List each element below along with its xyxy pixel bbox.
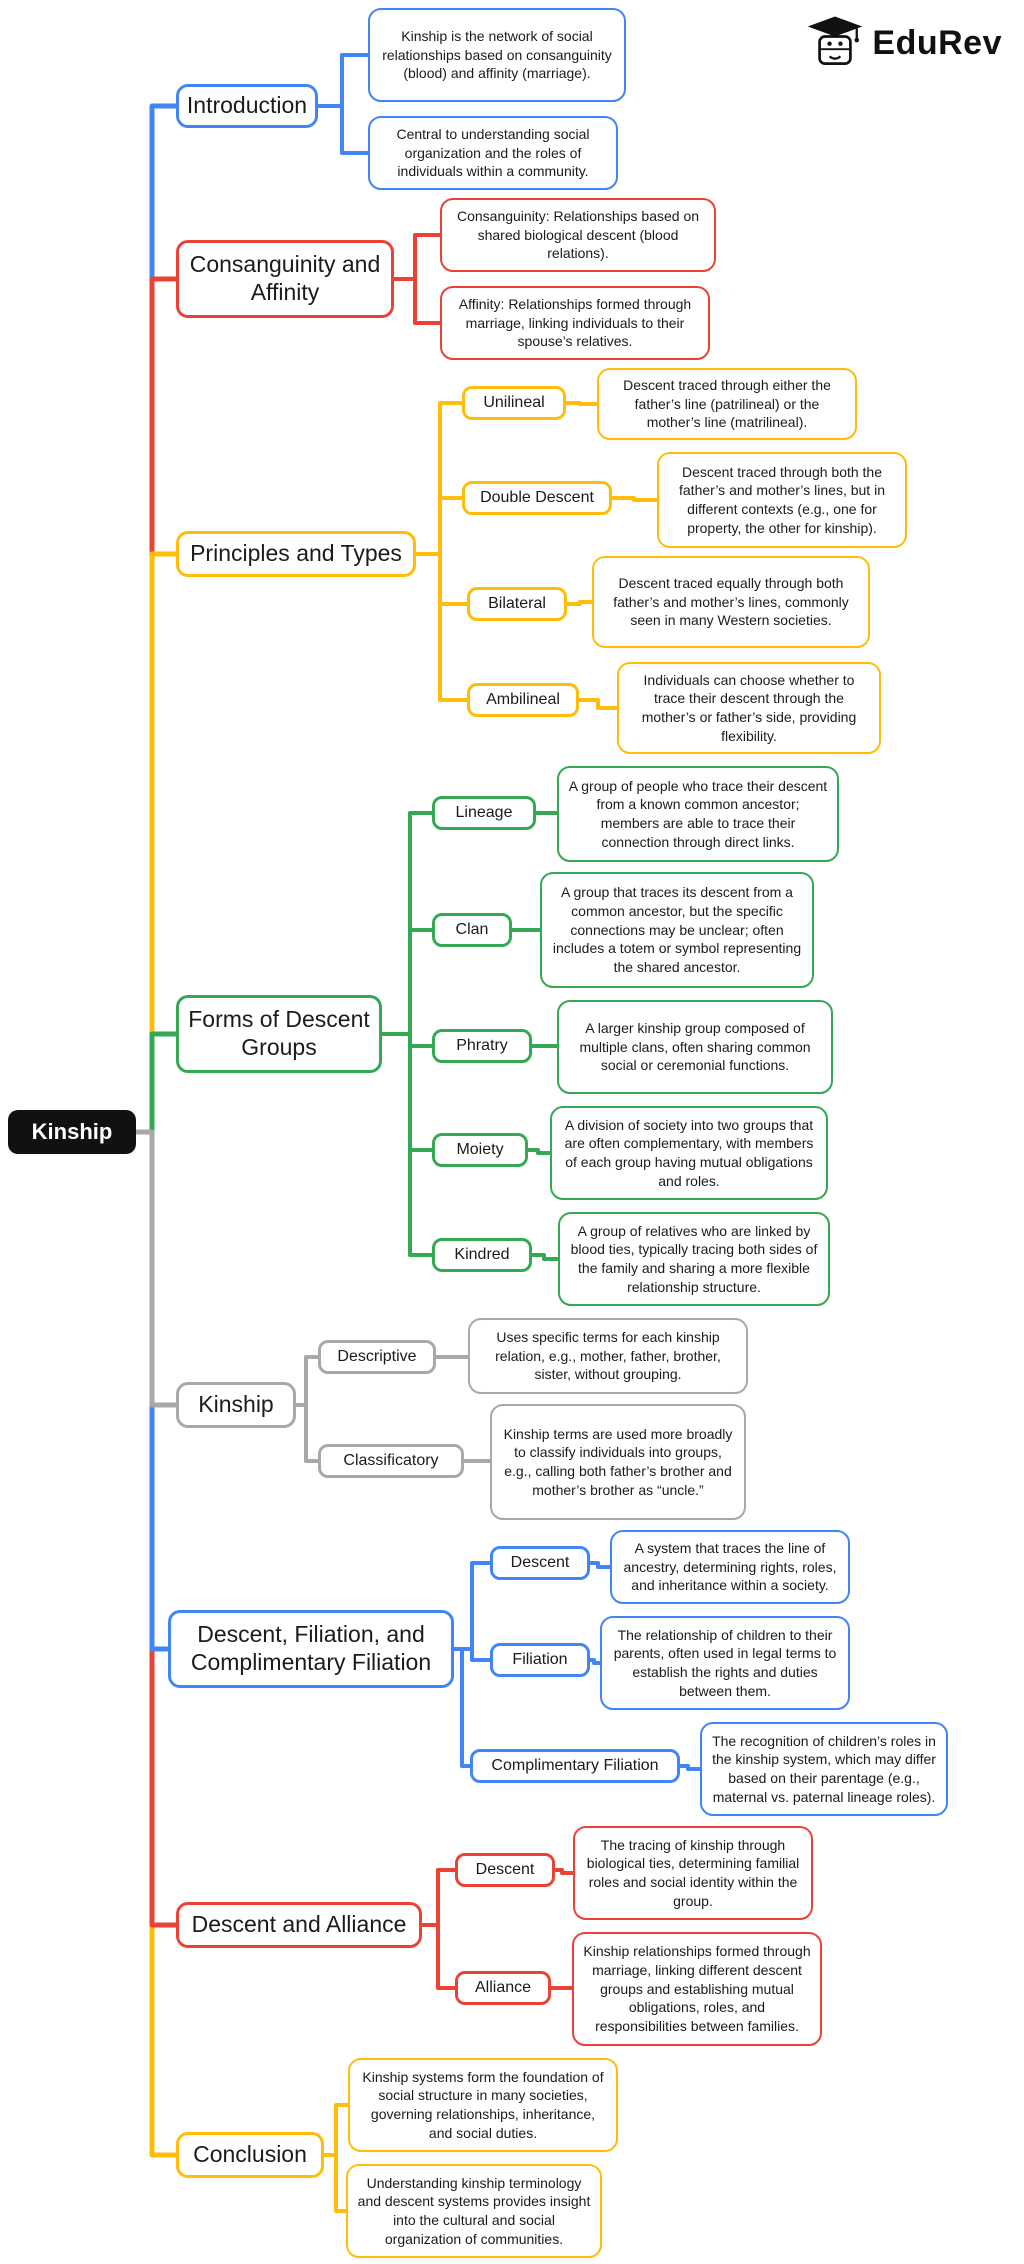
sub-node-classificatory: Classificatory <box>318 1444 464 1478</box>
note-descriptive: Uses specific terms for each kinship rel… <box>468 1318 748 1394</box>
branch-node-introduction: Introduction <box>176 84 318 128</box>
sub-node-moiety: Moiety <box>432 1133 528 1167</box>
sub-node-phratry: Phratry <box>432 1029 532 1063</box>
note-double-descent: Descent traced through both the father’s… <box>657 452 907 548</box>
note-moiety: A division of society into two groups th… <box>550 1106 828 1200</box>
note-clan: A group that traces its descent from a c… <box>540 872 814 988</box>
sub-node-descent-b6: Descent <box>490 1546 590 1580</box>
note-classificatory: Kinship terms are used more broadly to c… <box>490 1404 746 1520</box>
branch-node-descent-and-alliance: Descent and Alliance <box>176 1902 422 1948</box>
note-kindred: A group of relatives who are linked by b… <box>558 1212 830 1306</box>
note-descent-b7: The tracing of kinship through biologica… <box>573 1826 813 1920</box>
sub-node-unilineal: Unilineal <box>462 386 566 420</box>
note-introduction-2: Central to understanding social organiza… <box>368 116 618 190</box>
branch-node-conclusion: Conclusion <box>176 2132 324 2178</box>
sub-node-descent-b7: Descent <box>455 1853 555 1887</box>
note-complimentary-filiation: The recognition of children’s roles in t… <box>700 1722 948 1816</box>
branch-node-principles-and-types: Principles and Types <box>176 531 416 577</box>
sub-node-descriptive: Descriptive <box>318 1340 436 1374</box>
edurev-logo: EduRev <box>806 14 1002 73</box>
branch-node-consanguinity-and-affinity: Consanguinity and Affinity <box>176 240 394 318</box>
note-phratry: A larger kinship group composed of multi… <box>557 1000 833 1094</box>
sub-node-lineage: Lineage <box>432 796 536 830</box>
sub-node-filiation: Filiation <box>490 1643 590 1677</box>
note-conclusion-2: Understanding kinship terminology and de… <box>346 2164 602 2258</box>
sub-node-complimentary-filiation: Complimentary Filiation <box>470 1749 680 1783</box>
note-unilineal: Descent traced through either the father… <box>597 368 857 440</box>
sub-node-kindred: Kindred <box>432 1238 532 1272</box>
branch-node-descent-filiation: Descent, Filiation, and Complimentary Fi… <box>168 1610 454 1688</box>
sub-node-alliance: Alliance <box>455 1971 551 2005</box>
sub-node-bilateral: Bilateral <box>467 587 567 621</box>
sub-node-double-descent: Double Descent <box>462 481 612 515</box>
note-filiation: The relationship of children to their pa… <box>600 1616 850 1710</box>
note-ambilineal: Individuals can choose whether to trace … <box>617 662 881 754</box>
note-conclusion-1: Kinship systems form the foundation of s… <box>348 2058 618 2152</box>
root-node-kinship: Kinship <box>8 1110 136 1154</box>
sub-node-clan: Clan <box>432 913 512 947</box>
sub-node-ambilineal: Ambilineal <box>467 683 579 717</box>
note-bilateral: Descent traced equally through both fath… <box>592 556 870 648</box>
edurev-brand-text: EduRev <box>872 24 1002 62</box>
branch-node-kinship-terminology: Kinship <box>176 1382 296 1428</box>
edurev-mascot-icon <box>806 14 864 73</box>
note-alliance: Kinship relationships formed through mar… <box>572 1932 822 2046</box>
branch-node-forms-of-descent-groups: Forms of Descent Groups <box>176 995 382 1073</box>
note-consanguinity: Consanguinity: Relationships based on sh… <box>440 198 716 272</box>
note-lineage: A group of people who trace their descen… <box>557 766 839 862</box>
note-introduction-1: Kinship is the network of social relatio… <box>368 8 626 102</box>
note-descent-b6: A system that traces the line of ancestr… <box>610 1530 850 1604</box>
note-affinity: Affinity: Relationships formed through m… <box>440 286 710 360</box>
